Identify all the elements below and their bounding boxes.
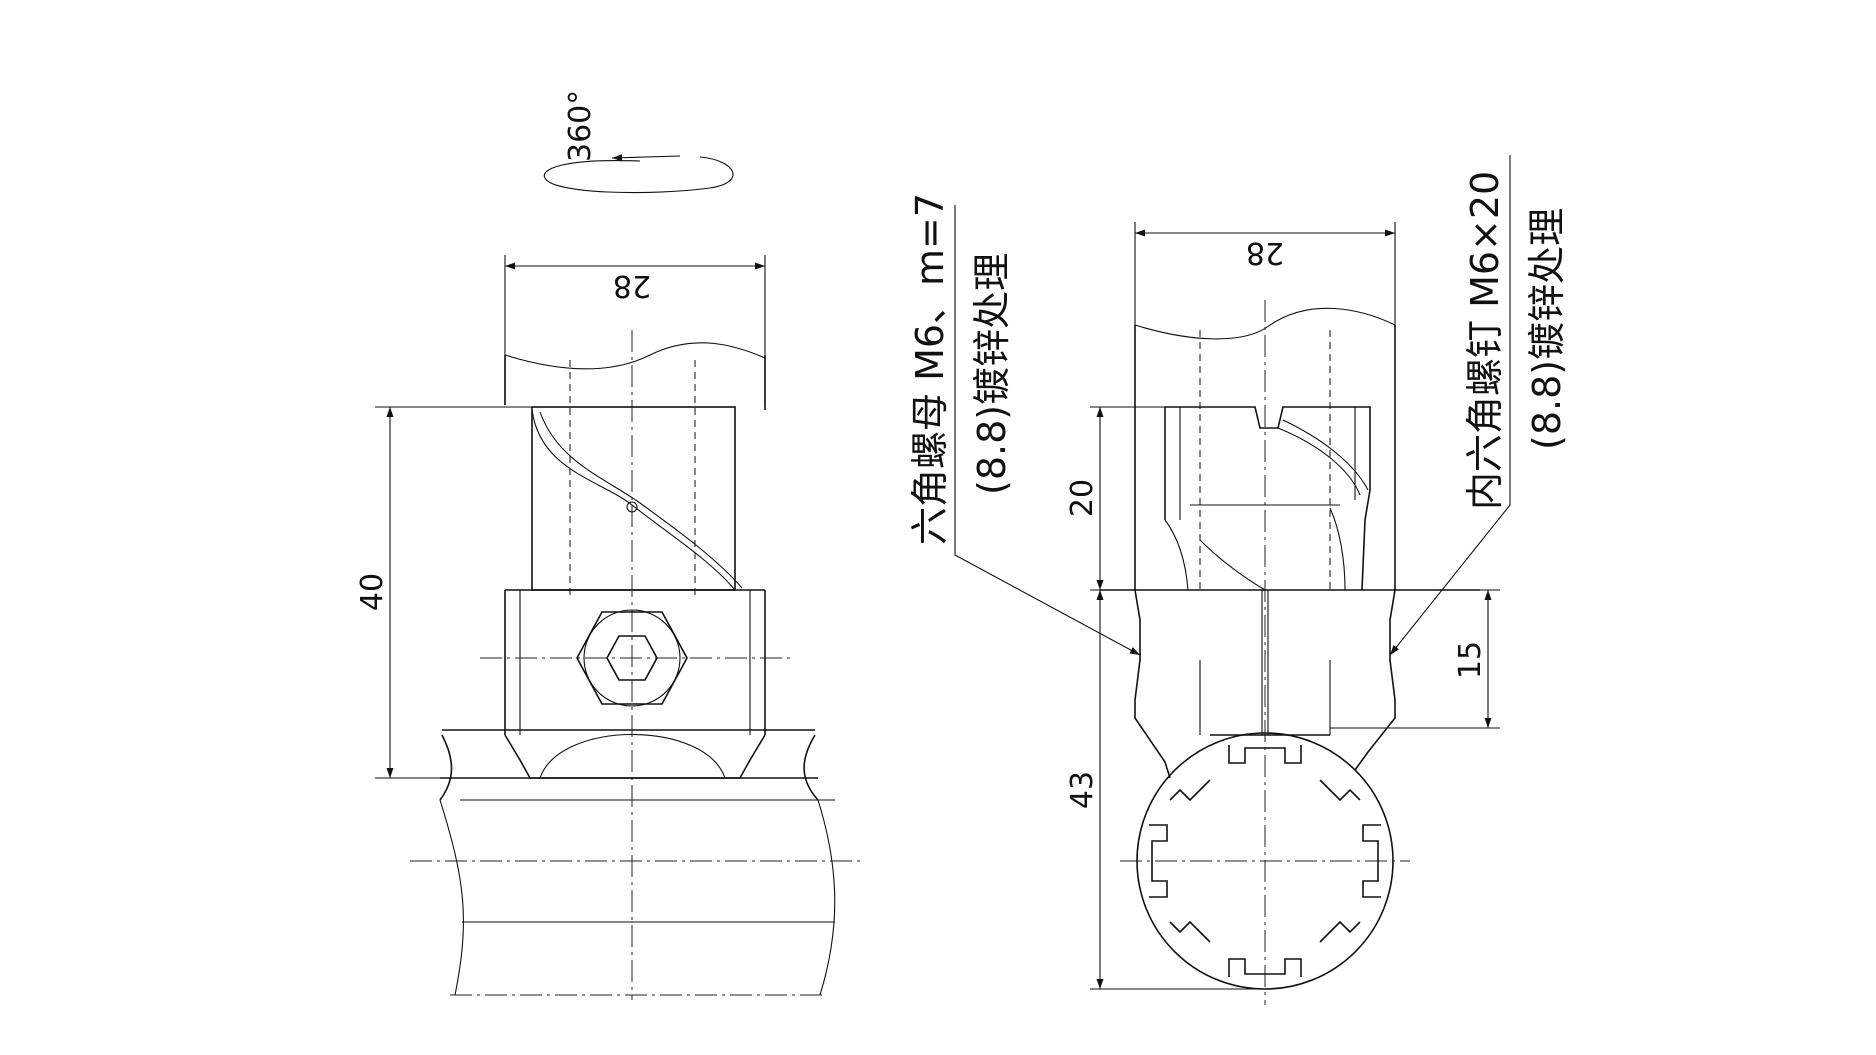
callouts: 六角螺母 M6、m=7 (8.8)镀锌处理 内六角螺钉 M6×20 (8.8)镀… [908,171,1569,545]
right-lower-dimension: 43 [1065,771,1100,809]
right-helix-c [1199,539,1266,591]
bolt-head-hex [576,611,688,705]
left-width-dimension: 28 [613,268,651,303]
rotation-arc [543,156,734,194]
left-tube-break-right [817,799,836,996]
right-clamp-left-side [1134,589,1171,779]
nut-leader-line [954,205,1141,656]
left-clamp-saddle-arc [539,734,726,779]
bolt-callout-line2: (8.8)镀锌处理 [1525,208,1569,450]
right-upper-dimension: 20 [1065,479,1100,517]
nut-callout-line2: (8.8)镀锌处理 [970,253,1014,495]
left-helix-slot-a [531,409,736,591]
left-tube-break-left [439,799,464,996]
nut-callout-line1: 六角螺母 M6、m=7 [908,193,952,545]
left-view: 28 40 [355,255,860,1000]
bolt-leader-line [1389,155,1511,656]
right-pipe-break-line [1134,307,1396,340]
rotation-label: 360° [563,90,598,162]
right-clamp-right-side [1354,589,1396,771]
right-upper-sleeve [1165,406,1371,591]
left-clamp-bottom [504,734,766,779]
left-pipe-break-line [504,342,766,370]
right-helix-b [1282,419,1369,491]
left-helix-slot-b [539,411,743,589]
right-side-dimension: 15 [1453,641,1488,679]
rotation-symbol: 360° [543,90,734,194]
bolt-callout-line1: 内六角螺钉 M6×20 [1463,171,1507,510]
right-width-dimension: 28 [1246,235,1284,270]
right-view: 28 20 43 15 [954,155,1511,1005]
left-height-dimension: 40 [355,573,390,611]
rotation-arrow [611,154,681,162]
right-helix-a [1277,427,1361,496]
